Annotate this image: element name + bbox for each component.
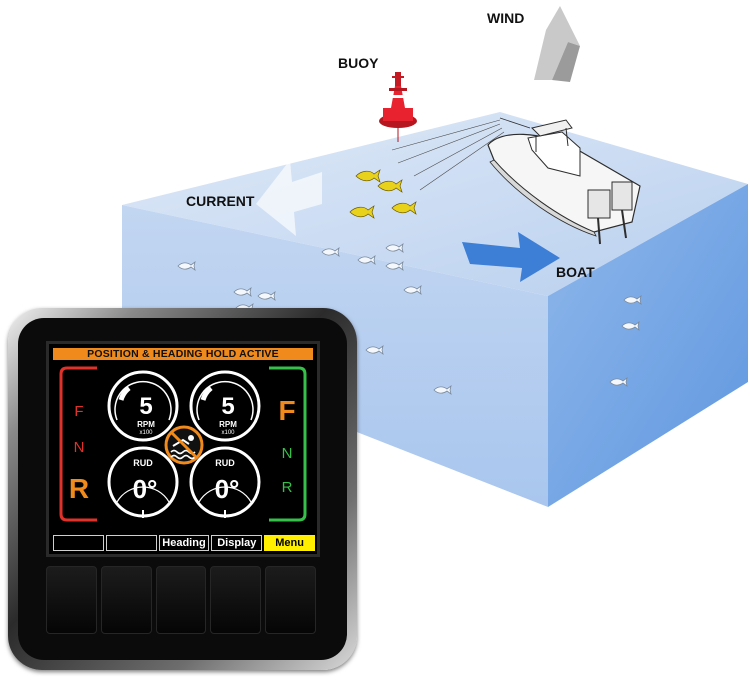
heading-softkey[interactable]: Heading [158,535,210,551]
wind-arrow-icon [534,6,580,82]
boat-direction-arrow-icon [462,232,560,282]
panel-screen: POSITION & HEADING HOLD ACTIVE F N R F N… [46,341,320,557]
autopilot-control-panel: POSITION & HEADING HOLD ACTIVE F N R F N… [8,308,357,670]
hardware-button-3[interactable] [155,566,207,634]
boat-label: BOAT [556,264,595,280]
starboard-rpm-label: RPM [219,420,237,429]
starboard-gear-forward: F [278,395,295,426]
starboard-rpm-gauge: 5 RPM x100 [189,370,261,442]
display-softkey[interactable]: Display [211,535,263,551]
no-swimming-icon [164,425,204,465]
port-gear-forward: F [74,403,83,420]
starboard-rudder-value: 0° [215,474,240,504]
current-label: CURRENT [186,193,255,209]
status-banner: POSITION & HEADING HOLD ACTIVE [53,348,313,360]
water-side-face [548,184,748,507]
wind-label: WIND [487,10,524,26]
boat-icon [487,117,641,245]
fish-school-icon [349,169,417,219]
starboard-rudder-label: RUD [215,458,235,468]
starboard-rudder-gauge: RUD 0° [189,446,261,518]
hardware-button-2[interactable] [100,566,152,634]
starboard-gear-reverse: R [282,479,293,496]
engine-gauges: F N R F N R 5 RPM x100 5 RPM [59,366,307,522]
hardware-button-5[interactable] [265,566,316,634]
port-rudder-label: RUD [133,458,153,468]
sonar-lines [391,119,505,191]
softkey-bar: Heading Display Menu [53,535,315,551]
hardware-button-1[interactable] [46,566,97,634]
port-rudder-gauge: RUD 0° [107,446,179,518]
softkey-2[interactable] [105,535,157,551]
starboard-rpm-value: 5 [221,393,234,420]
buoy-icon [379,72,417,142]
port-rudder-value: 0° [133,474,158,504]
port-rpm-multiplier: x100 [139,430,153,436]
softkey-1[interactable] [53,535,104,551]
port-rpm-value: 5 [139,393,152,420]
hardware-button-4[interactable] [210,566,262,634]
current-arrow-icon [256,160,322,236]
buoy-label: BUOY [338,55,379,71]
starboard-rpm-multiplier: x100 [221,430,235,436]
port-rpm-gauge: 5 RPM x100 [107,370,179,442]
starboard-frame [269,366,307,522]
hardware-button-row [46,566,316,634]
port-frame [59,366,97,522]
port-gear-neutral: N [74,439,85,456]
port-gear-reverse: R [69,473,89,504]
port-rpm-label: RPM [137,420,155,429]
menu-softkey[interactable]: Menu [264,535,315,551]
starboard-gear-neutral: N [282,445,293,462]
